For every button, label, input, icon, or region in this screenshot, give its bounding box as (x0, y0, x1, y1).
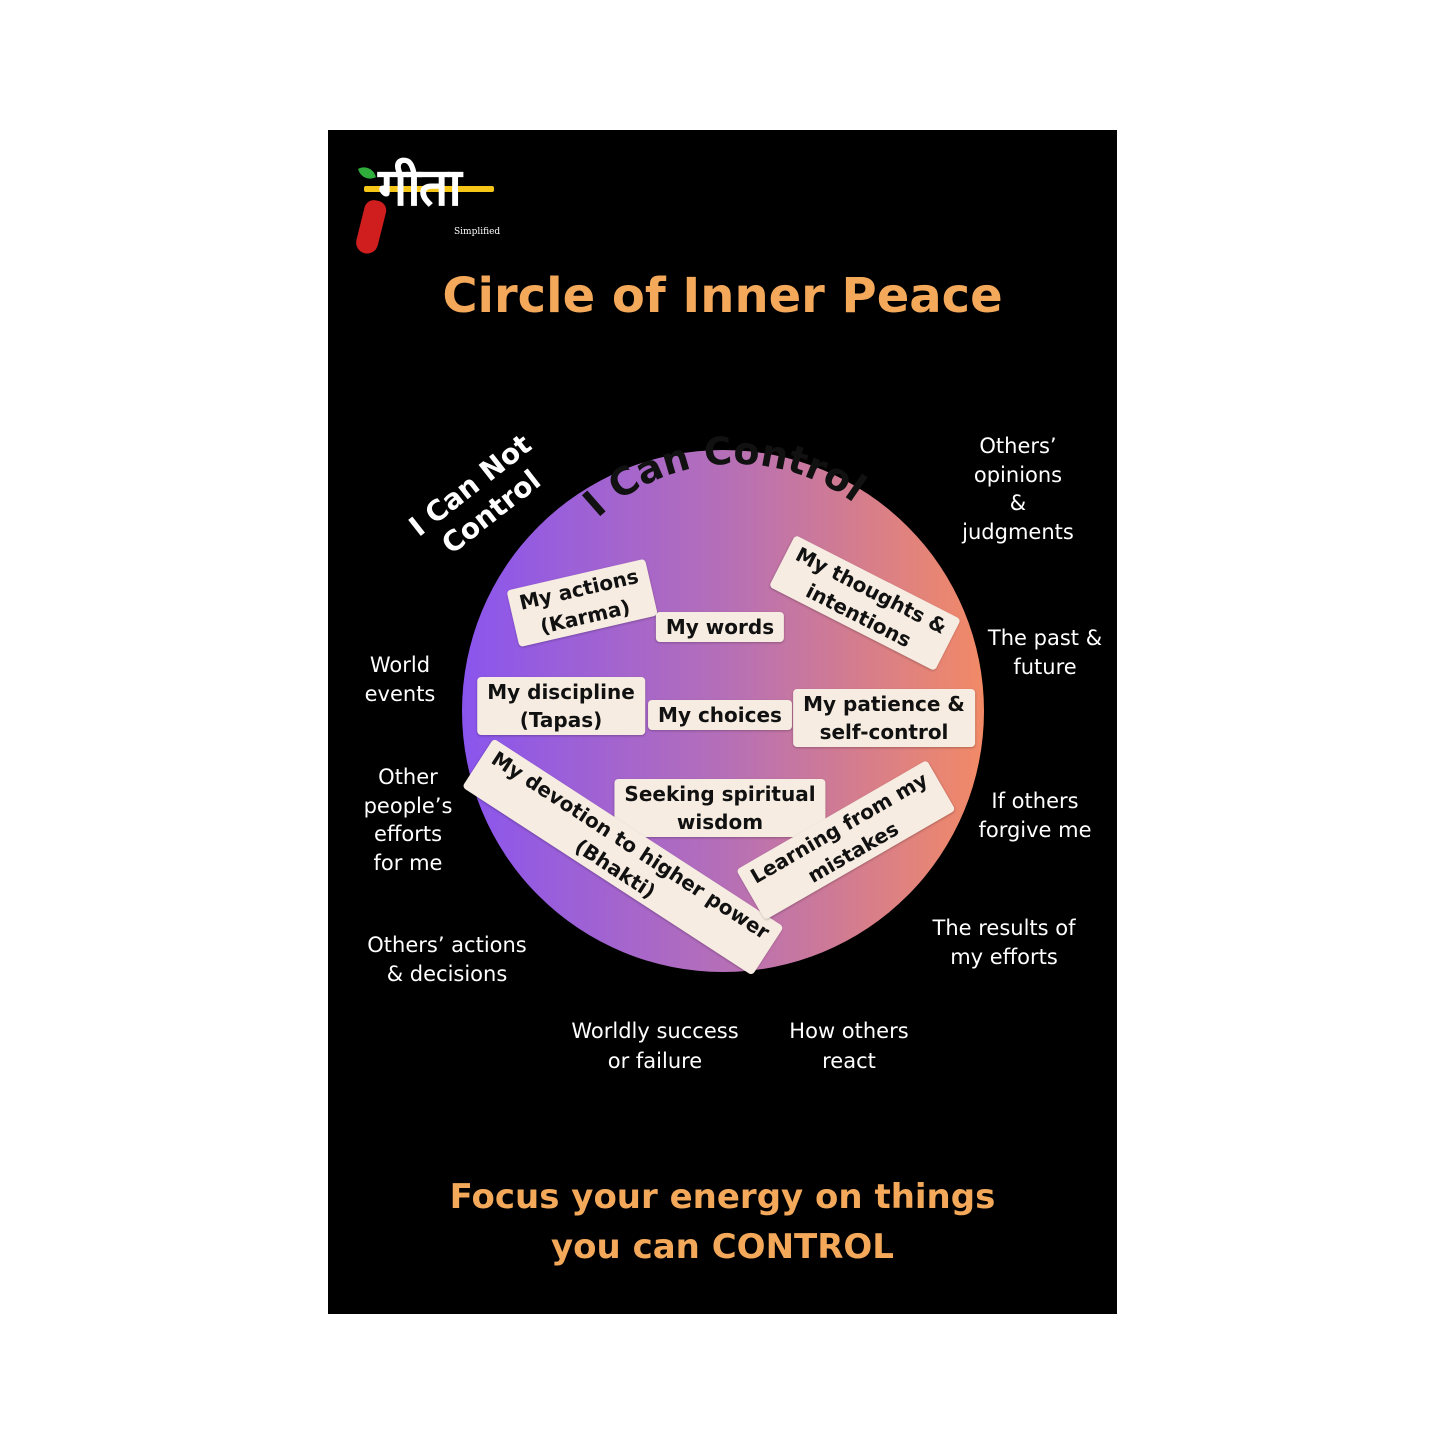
outside-line: events (364, 681, 436, 706)
logo-bar (364, 186, 494, 192)
chip-line: Seeking spiritual (624, 782, 816, 806)
chip-patience: My patience & self-control (793, 689, 975, 747)
page-title: Circle of Inner Peace (442, 268, 1003, 324)
chip-line: My choices (658, 703, 782, 727)
outside-line: World (369, 653, 431, 677)
outside-line: forgive me (978, 817, 1092, 842)
chip-line: (Tapas) (519, 708, 603, 732)
chip-line: My words (665, 615, 775, 639)
footer-message: Focus your energy on things you can CONT… (328, 1172, 1117, 1272)
outside-line: Other (378, 765, 438, 789)
outside-item-others-actions: Others’ actions & decisions (367, 931, 527, 988)
chip-words: My words (655, 612, 785, 642)
outside-item-opinions: Others’ opinions & judgments (962, 432, 1074, 546)
outside-line: & (1009, 491, 1027, 515)
outside-line: future (1013, 654, 1077, 679)
outside-line: If others (991, 789, 1079, 813)
outside-line: Others’ (979, 434, 1057, 458)
footer-line: Focus your energy on things (449, 1177, 996, 1217)
outside-line: & decisions (386, 961, 508, 986)
chip-discipline: My discipline (Tapas) (477, 677, 645, 735)
poster: गीता Simplified Circle of Inner Peace I … (328, 130, 1117, 1314)
outside-item-react: How others react (789, 1016, 908, 1076)
chip-line: self-control (819, 720, 949, 744)
outside-item-results: The results of my efforts (932, 914, 1075, 971)
gita-simplified-logo: गीता Simplified (353, 158, 518, 260)
outside-line: for me (373, 850, 443, 875)
logo-text: गीता (378, 158, 462, 218)
outside-item-success: Worldly success or failure (571, 1016, 738, 1076)
outside-item-others-efforts: Other people’s efforts for me (364, 763, 453, 877)
leaf-icon (358, 164, 376, 182)
outside-line: people’s (363, 793, 453, 818)
outside-line: Worldly success (571, 1019, 739, 1043)
outside-line: my efforts (950, 944, 1058, 969)
outside-line: The past & (987, 626, 1103, 650)
chip-line: My patience & (803, 692, 965, 716)
chip-wisdom: Seeking spiritual wisdom (614, 779, 826, 837)
outside-line: How others (789, 1019, 909, 1043)
footer-line: you can CONTROL (551, 1227, 894, 1267)
outside-line: react (822, 1049, 876, 1073)
chip-choices: My choices (648, 700, 792, 730)
outside-line: judgments (962, 519, 1074, 544)
chip-line: wisdom (676, 810, 764, 834)
chip-line: My discipline (487, 680, 635, 704)
logo-subtext: Simplified (454, 227, 501, 237)
outside-item-forgive: If others forgive me (978, 787, 1091, 844)
outside-line: or failure (607, 1049, 703, 1073)
outside-line: efforts (373, 822, 443, 846)
outside-line: Others’ actions (367, 933, 527, 957)
outside-line: opinions (973, 462, 1063, 487)
outside-item-past-future: The past & future (988, 624, 1102, 681)
outside-line: The results of (932, 916, 1076, 940)
outside-item-world-events: World events (365, 651, 436, 708)
